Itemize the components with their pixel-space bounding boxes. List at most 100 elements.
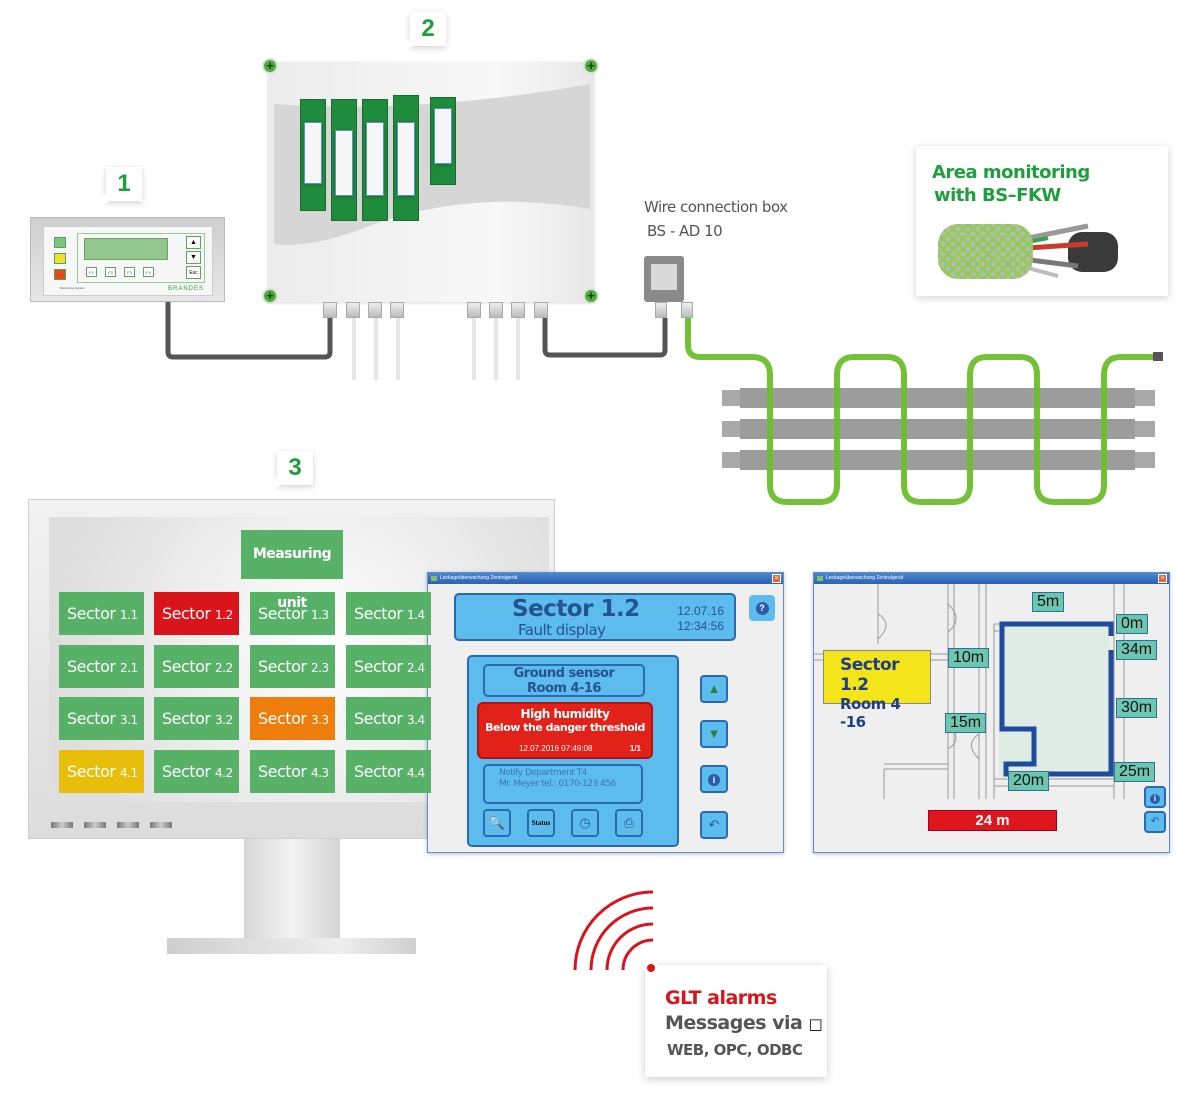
sector-tile[interactable]: Sector 4.4 xyxy=(346,750,431,793)
sector-tile-number: 2.3 xyxy=(311,661,329,675)
sector-tile-prefix: Sector xyxy=(354,709,403,728)
controller-device: F1 F2 F3 F4 ▲ ▼ Esc Monitoring System BR… xyxy=(30,217,225,302)
info-button[interactable]: i xyxy=(700,765,728,793)
control-cabinet: + + + + xyxy=(262,58,599,318)
f4-key[interactable]: F4 xyxy=(143,267,154,277)
lcd-display xyxy=(84,238,168,260)
screw-icon: + xyxy=(583,288,599,304)
measuring-unit-tile[interactable]: Measuring unit xyxy=(241,530,343,611)
distance-marker: 15m xyxy=(945,713,987,733)
distance-marker: 5m xyxy=(1032,592,1065,612)
back-button[interactable]: ↶ xyxy=(700,811,728,839)
callout-title-line2: with BS–FKW xyxy=(934,185,1061,206)
monitor-button[interactable] xyxy=(117,822,139,828)
esc-key[interactable]: Esc xyxy=(186,266,201,279)
sector-tile[interactable]: Sector 4.1 xyxy=(59,750,144,793)
window-titlebar[interactable]: Leckageüberwachung Zentralgerät × xyxy=(428,573,783,584)
sensor-line2: Room 4-16 xyxy=(527,681,601,696)
callout-title-line1: Area monitoring xyxy=(932,162,1090,183)
distance-marker: 30m xyxy=(1116,698,1158,718)
cable-gland xyxy=(681,302,693,318)
sector-tile[interactable]: Sector 3.3 xyxy=(250,697,335,740)
distance-marker: 34m xyxy=(1116,640,1158,660)
info-button[interactable]: i xyxy=(1144,786,1166,808)
sector-tile-prefix: Sector xyxy=(67,709,116,728)
sector-tile[interactable]: Sector 2.2 xyxy=(154,645,239,688)
scroll-down-button[interactable]: ▼ xyxy=(700,720,728,748)
f1-key[interactable]: F1 xyxy=(86,267,97,277)
fault-header-panel: Sector 1.2 Fault display 12.07.16 12:34:… xyxy=(454,593,736,641)
sector-tile-prefix: Sector xyxy=(67,762,116,781)
triangle-up-icon: ▲ xyxy=(707,681,721,696)
sector-tile[interactable]: Sector 2.3 xyxy=(250,645,335,688)
sector-tile-prefix: Sector xyxy=(258,657,307,676)
back-button[interactable]: ↶ xyxy=(1144,811,1166,833)
glt-line2: Messages via □ xyxy=(665,1012,823,1034)
sensor-cable-route xyxy=(999,621,1114,777)
controller-subtitle: Monitoring System xyxy=(60,286,85,290)
screw-icon: + xyxy=(262,58,278,74)
fault-time: 12:34:56 xyxy=(677,619,724,633)
close-icon[interactable]: × xyxy=(1158,574,1167,583)
help-button[interactable]: ? xyxy=(749,595,775,621)
sector-tile-prefix: Sector xyxy=(354,604,403,623)
distance-marker: 10m xyxy=(948,648,990,668)
print-button[interactable]: ⎙ xyxy=(615,809,643,837)
cable-controller-cabinet xyxy=(165,302,333,360)
sector-tile[interactable]: Sector 1.1 xyxy=(59,592,144,635)
history-button[interactable]: ◷ xyxy=(571,809,599,837)
sector-tile-prefix: Sector xyxy=(354,657,403,676)
sector-tile[interactable]: Sector 1.2 xyxy=(154,592,239,635)
monitor-button[interactable] xyxy=(51,822,73,828)
fault-subtitle: Fault display xyxy=(518,621,606,639)
badge-monitor: 3 xyxy=(267,451,313,487)
cable-gland xyxy=(511,302,525,318)
monitor-base xyxy=(167,938,416,954)
sensor-line1: Ground sensor xyxy=(513,666,615,681)
down-key[interactable]: ▼ xyxy=(186,251,201,264)
glt-alarms-box: GLT alarms Messages via □ WEB, OPC, ODBC xyxy=(644,961,827,1077)
sector-tile[interactable]: Sector 3.4 xyxy=(346,697,431,740)
sector-tile-prefix: Sector xyxy=(354,762,403,781)
sector-tile[interactable]: Sector 2.4 xyxy=(346,645,431,688)
alarm-timestamp: 12.07.2016 07:49:08 xyxy=(519,744,593,753)
sector-tile[interactable]: Sector 3.2 xyxy=(154,697,239,740)
fault-date: 12.07.16 xyxy=(677,604,724,618)
alarm-box[interactable]: High humidity Below the danger threshold… xyxy=(477,702,653,759)
sector-tile[interactable]: Sector 4.3 xyxy=(250,750,335,793)
sector-tile-prefix: Sector xyxy=(258,762,307,781)
sector-tile-prefix: Sector xyxy=(162,657,211,676)
monitor-button[interactable] xyxy=(84,822,106,828)
glt-line3: WEB, OPC, ODBC xyxy=(667,1041,803,1059)
sector-tile-number: 2.1 xyxy=(120,661,138,675)
sector-tile[interactable]: Sector 2.1 xyxy=(59,645,144,688)
alarm-count: 1/1 xyxy=(629,744,641,753)
sector-tile-prefix: Sector xyxy=(162,762,211,781)
close-icon[interactable]: × xyxy=(772,574,781,583)
f3-key[interactable]: F3 xyxy=(124,267,135,277)
window-title: Leckageüberwachung Zentralgerät xyxy=(440,575,518,581)
sector-tile[interactable]: Sector 1.3 xyxy=(250,592,335,635)
monitor-button[interactable] xyxy=(150,822,172,828)
undo-icon: ↶ xyxy=(708,817,720,832)
sector-tile[interactable]: Sector 3.1 xyxy=(59,697,144,740)
cabling-diagram xyxy=(165,290,1163,505)
f2-key[interactable]: F2 xyxy=(105,267,116,277)
undo-icon: ↶ xyxy=(1150,816,1160,827)
distance-marker: 25m xyxy=(1114,762,1156,782)
sector-tile[interactable]: Sector 4.2 xyxy=(154,750,239,793)
status-label: Status xyxy=(531,819,551,827)
junction-box-label-line1: Wire connection box xyxy=(644,198,788,216)
sector-tile[interactable]: Sector 1.4 xyxy=(346,592,431,635)
window-titlebar[interactable]: Leckageüberwachung Zentralgerät × xyxy=(814,573,1169,584)
sensor-cable-illustration xyxy=(938,223,1118,279)
cable-end-cap xyxy=(1153,352,1163,361)
signal-dot xyxy=(644,961,658,975)
distance-readout: 24 m xyxy=(928,810,1057,831)
notify-box: Notify Department T4 Mr. Meyer tel.: 017… xyxy=(483,764,643,804)
scroll-up-button[interactable]: ▲ xyxy=(700,675,728,703)
status-button[interactable]: Status xyxy=(527,809,555,837)
cable-cabinet-jbox xyxy=(542,318,668,358)
up-key[interactable]: ▲ xyxy=(186,236,201,249)
search-button[interactable]: 🔍 xyxy=(483,809,511,837)
